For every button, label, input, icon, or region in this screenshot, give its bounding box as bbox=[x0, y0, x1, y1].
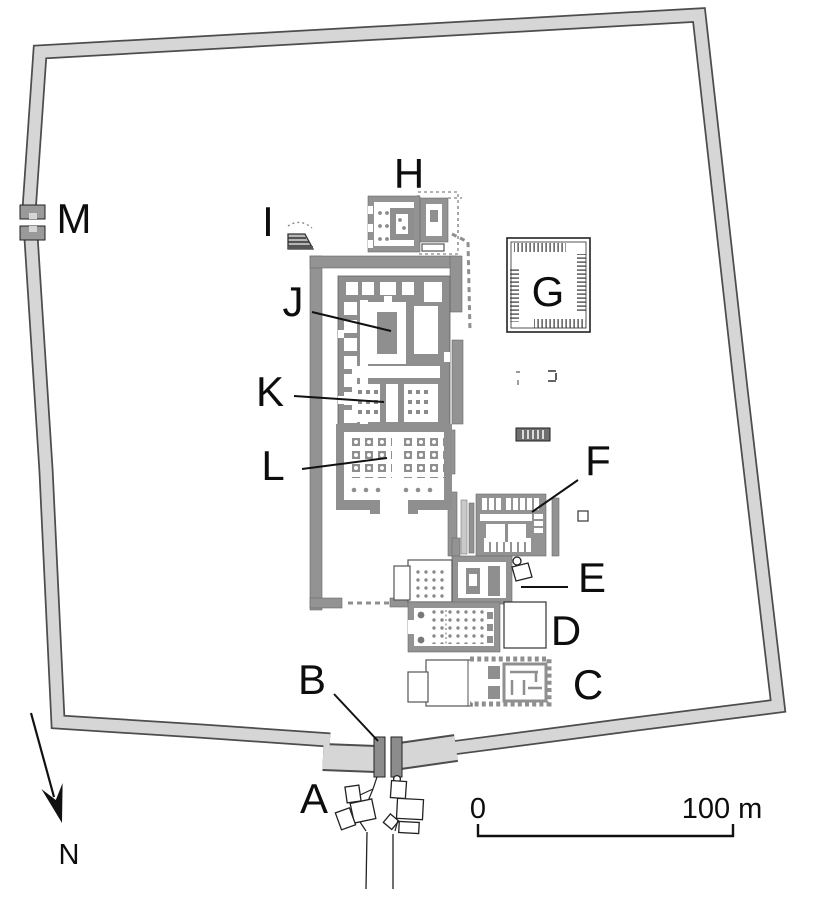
avenue-lines bbox=[365, 831, 394, 890]
north-label: N bbox=[59, 839, 80, 871]
label-d: D bbox=[551, 607, 581, 654]
north-arrow-head bbox=[41, 783, 63, 823]
label-c: C bbox=[573, 661, 603, 708]
leader-lines bbox=[293, 311, 579, 742]
hatched-block bbox=[515, 427, 551, 442]
labels: A B C D E F G H I J K L M bbox=[57, 150, 611, 822]
leader-l bbox=[301, 457, 388, 470]
leader-f bbox=[531, 479, 579, 513]
small-square bbox=[577, 510, 589, 522]
scale-end-label: 100 m bbox=[682, 793, 763, 825]
scale-bar: 0 100 m bbox=[470, 793, 763, 838]
label-k: K bbox=[256, 368, 284, 415]
building-f bbox=[460, 493, 560, 557]
label-i: I bbox=[262, 198, 274, 245]
leader-j bbox=[311, 311, 392, 332]
label-f: F bbox=[585, 437, 611, 484]
label-b: B bbox=[298, 656, 326, 703]
label-e: E bbox=[578, 554, 606, 601]
building-d bbox=[407, 601, 547, 653]
north-arrow-shaft bbox=[29, 712, 56, 798]
sanctuary bbox=[368, 296, 406, 364]
structure-i bbox=[287, 221, 315, 250]
structure-g bbox=[506, 237, 591, 333]
scale-bar-line bbox=[476, 824, 735, 838]
gate-b bbox=[373, 736, 403, 778]
gate-m bbox=[19, 204, 46, 241]
structures-a bbox=[334, 774, 425, 890]
leader-k bbox=[293, 395, 385, 403]
scattered-remains bbox=[515, 370, 589, 522]
building-d-annex bbox=[503, 601, 547, 649]
building-c-peristyle bbox=[470, 656, 552, 707]
label-m: M bbox=[57, 195, 92, 242]
scale-zero-label: 0 bbox=[470, 793, 486, 825]
north-arrow: N bbox=[29, 712, 80, 871]
enclosure-wall bbox=[19, 7, 787, 778]
building-e-west-annex bbox=[393, 559, 453, 603]
building-h bbox=[367, 191, 462, 255]
label-g: G bbox=[532, 268, 565, 315]
label-l: L bbox=[261, 442, 284, 489]
leader-b bbox=[333, 693, 379, 742]
label-a: A bbox=[300, 775, 328, 822]
columned-hall bbox=[352, 384, 438, 422]
label-j: J bbox=[283, 278, 304, 325]
columned-court bbox=[336, 424, 452, 514]
building-c bbox=[407, 656, 552, 707]
main-temple bbox=[336, 275, 452, 514]
label-h: H bbox=[394, 150, 424, 197]
building-e bbox=[393, 555, 533, 605]
